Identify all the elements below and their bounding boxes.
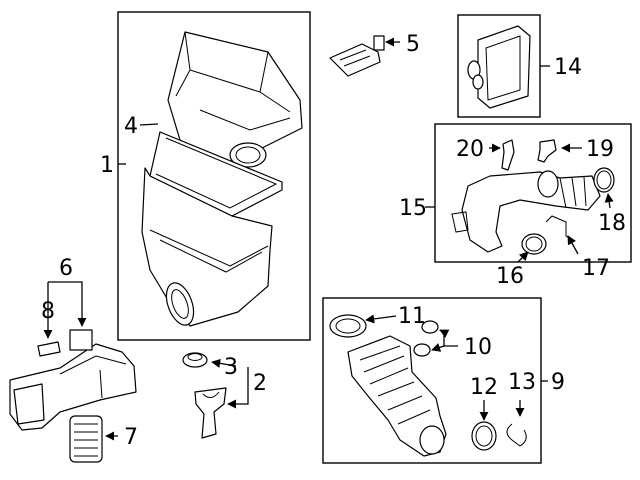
callout-20: 20 [456,137,484,162]
callout-11: 11 [398,304,426,329]
callout-4: 4 [124,114,138,139]
callout-7: 7 [124,425,138,450]
part-19-sensor [537,139,557,163]
callout-10: 10 [464,335,492,360]
air-cleaner-cover [167,31,303,171]
callout-5: 5 [406,32,420,57]
part-10-clamps [413,320,439,357]
callout-3: 3 [224,355,238,380]
part-13-clip [506,423,527,447]
air-filter-element [149,131,283,217]
callout-18: 18 [598,211,626,236]
callout-15: 15 [399,196,427,221]
leader-lines [43,37,614,441]
part-18-clamp [593,167,615,193]
callout-12: 12 [470,375,498,400]
part-5-sensor [329,35,385,77]
part-6-inlet-duct [9,329,137,431]
part-8-clip [37,341,61,357]
callout-13: 13 [508,370,536,395]
callout-labels: 1 2 3 4 5 6 7 8 9 10 11 12 13 14 15 16 1… [41,32,626,450]
part-20-sensor [501,139,515,171]
callout-9: 9 [551,370,565,395]
part-12-clamp [471,421,497,451]
callout-2: 2 [253,371,267,396]
part-15-intake-hose [451,170,601,253]
part-2-bracket [194,387,227,439]
part-14-module [467,25,531,109]
callout-19: 19 [586,137,614,162]
part-3-grommet [182,352,208,368]
air-cleaner-lower-housing [141,167,273,327]
part-16-clamp [521,233,547,255]
part-11-gasket [329,314,367,338]
callout-6: 6 [59,256,73,281]
part-7-grille [69,415,103,463]
air-cleaner-group-box [117,11,311,341]
callout-8: 8 [41,299,55,324]
intake-hose-group-box [434,123,632,263]
callout-14: 14 [554,55,582,80]
part-9-duct [347,335,447,457]
callout-1: 1 [100,153,114,178]
callout-16: 16 [496,264,524,289]
callout-17: 17 [582,256,610,281]
